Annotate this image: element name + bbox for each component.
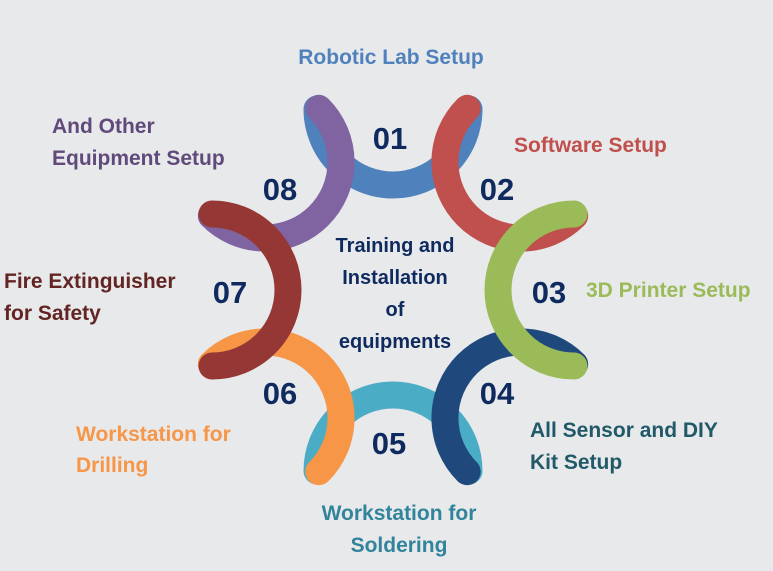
center-line-3: of xyxy=(386,299,405,321)
arc-ring xyxy=(197,94,589,486)
arc-step-03 xyxy=(484,200,588,380)
center-line-2: Installation xyxy=(342,267,448,289)
step-label-07-line-1: Fire Extinguisher xyxy=(4,270,176,293)
step-numbers: 01 02 03 04 05 06 07 08 xyxy=(213,121,566,461)
center-line-1: Training and xyxy=(336,235,455,257)
step-number-06: 06 xyxy=(263,376,297,411)
step-number-01: 01 xyxy=(373,121,407,156)
step-number-04: 04 xyxy=(480,376,515,411)
step-label-07-line-2: for Safety xyxy=(4,302,101,325)
step-labels: Robotic Lab Setup Software Setup 3D Prin… xyxy=(4,46,751,557)
step-label-08-line-1: And Other xyxy=(52,115,155,138)
step-label-05-line-2: Soldering xyxy=(351,534,448,557)
step-label-08-line-2: Equipment Setup xyxy=(52,147,225,170)
step-label-06-line-2: Drilling xyxy=(76,454,148,477)
step-label-02: Software Setup xyxy=(514,134,667,157)
step-label-03: 3D Printer Setup xyxy=(586,279,751,302)
center-line-4: equipments xyxy=(339,331,451,353)
step-label-01: Robotic Lab Setup xyxy=(298,46,484,69)
center-title: Training and Installation of equipments xyxy=(336,235,455,353)
step-label-06-line-1: Workstation for xyxy=(76,423,231,446)
step-number-02: 02 xyxy=(480,172,514,207)
step-label-04-line-2: Kit Setup xyxy=(530,451,622,474)
step-number-08: 08 xyxy=(263,172,297,207)
arc-step-07 xyxy=(198,200,302,380)
step-label-05-line-1: Workstation for xyxy=(322,502,477,525)
step-number-07: 07 xyxy=(213,275,247,310)
step-label-04-line-1: All Sensor and DIY xyxy=(530,419,718,442)
step-number-05: 05 xyxy=(372,426,406,461)
step-number-03: 03 xyxy=(532,275,566,310)
